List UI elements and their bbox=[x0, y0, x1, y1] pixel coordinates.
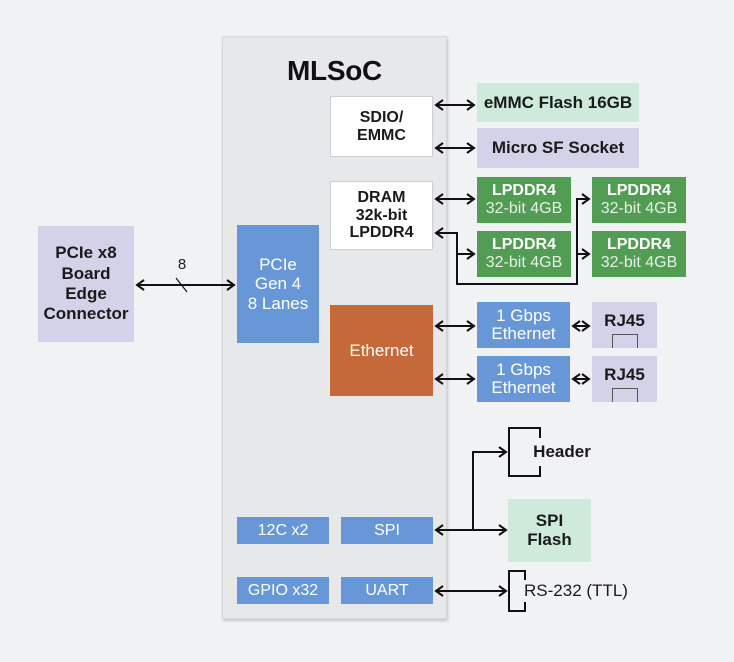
connector-line-4: Connector bbox=[43, 304, 129, 324]
lpddr4-spec: 32-bit 4GB bbox=[600, 254, 678, 271]
emmc-flash-label: eMMC Flash 16GB bbox=[483, 92, 633, 112]
lpddr4-name: LPDDR4 bbox=[606, 182, 671, 200]
spi-header-link bbox=[472, 446, 508, 530]
rs232-bracket-icon bbox=[508, 570, 526, 612]
pcie-bus-slash bbox=[175, 277, 188, 293]
phy-type-label: Ethernet bbox=[491, 324, 556, 343]
i2c-block: 12C x2 bbox=[237, 517, 329, 544]
gpio-label: GPIO x32 bbox=[247, 581, 319, 599]
rs232-label: RS-232 (TTL) bbox=[524, 581, 628, 601]
dram-bus-link bbox=[434, 193, 591, 285]
rj45-label: RJ45 bbox=[604, 364, 645, 384]
lpddr4-chip-4: LPDDR4 32-bit 4GB bbox=[592, 231, 686, 277]
header-bracket-icon bbox=[508, 427, 541, 477]
lpddr4-spec: 32-bit 4GB bbox=[600, 200, 678, 217]
phy-speed-label: 1 Gbps bbox=[496, 360, 551, 380]
pcie-lane-count: 8 bbox=[167, 256, 197, 274]
lane-count-label: 8 bbox=[177, 255, 187, 273]
micro-sd-socket-label: Micro SF Socket bbox=[491, 138, 625, 158]
pcie-gen4-block: PCIe Gen 4 8 Lanes bbox=[237, 225, 319, 343]
lpddr4-spec: 32-bit 4GB bbox=[485, 254, 563, 271]
pcie-edge-connector-block: PCIe x8 Board Edge Connector bbox=[38, 226, 134, 342]
header-label-box: Header bbox=[530, 440, 594, 464]
phy-speed-label: 1 Gbps bbox=[496, 306, 551, 326]
dram-label: DRAM bbox=[357, 188, 406, 206]
header-label: Header bbox=[533, 442, 591, 462]
pcie-lanes-label: 8 Lanes bbox=[247, 293, 309, 313]
ethernet-label: Ethernet bbox=[349, 340, 414, 360]
emmc-flash-block: eMMC Flash 16GB bbox=[477, 83, 639, 122]
uart-block: UART bbox=[341, 577, 433, 604]
rj45-port-2: RJ45 bbox=[592, 356, 657, 402]
gpio-block: GPIO x32 bbox=[237, 577, 329, 604]
pcie-label: PCIe bbox=[259, 255, 297, 275]
spi-flash-line-1: SPI bbox=[535, 510, 564, 530]
uart-label: UART bbox=[365, 581, 409, 599]
rj45-label: RJ45 bbox=[604, 310, 645, 330]
spi-label: SPI bbox=[374, 521, 400, 539]
rj45-jack-icon bbox=[611, 388, 638, 402]
ethernet-mac-block: Ethernet bbox=[330, 305, 433, 396]
connector-line-2: Board bbox=[61, 263, 111, 283]
lpddr4-name: LPDDR4 bbox=[491, 236, 556, 254]
sdio-label: SDIO/ bbox=[359, 108, 404, 126]
ethernet-phy-1: 1 Gbps Ethernet bbox=[477, 302, 570, 348]
emmc-label: EMMC bbox=[357, 126, 406, 144]
spi-block: SPI bbox=[341, 517, 433, 544]
spi-flash-block: SPI Flash bbox=[508, 499, 591, 562]
spi-flash-line-2: Flash bbox=[527, 529, 572, 549]
connector-line-1: PCIe x8 bbox=[55, 243, 117, 263]
dram-width-label: 32k-bit bbox=[355, 206, 408, 224]
dram-type-label: LPDDR4 bbox=[349, 224, 414, 242]
micro-sd-socket-block: Micro SF Socket bbox=[477, 128, 639, 168]
lpddr4-chip-3: LPDDR4 32-bit 4GB bbox=[592, 177, 686, 223]
dram-controller-block: DRAM 32k-bit LPDDR4 bbox=[330, 181, 433, 250]
phy-type-label: Ethernet bbox=[491, 378, 556, 397]
rs232-label-box: RS-232 (TTL) bbox=[520, 579, 632, 603]
mlsoc-title: MLSoC bbox=[287, 55, 382, 86]
sdio-emmc-block: SDIO/ EMMC bbox=[330, 96, 433, 157]
rj45-jack-icon bbox=[611, 334, 638, 348]
lpddr4-name: LPDDR4 bbox=[606, 236, 671, 254]
pcie-gen-label: Gen 4 bbox=[254, 274, 302, 294]
ethernet-phy-2: 1 Gbps Ethernet bbox=[477, 356, 570, 402]
connector-line-3: Edge bbox=[65, 284, 107, 303]
rj45-port-1: RJ45 bbox=[592, 302, 657, 348]
i2c-label: 12C x2 bbox=[257, 521, 309, 539]
